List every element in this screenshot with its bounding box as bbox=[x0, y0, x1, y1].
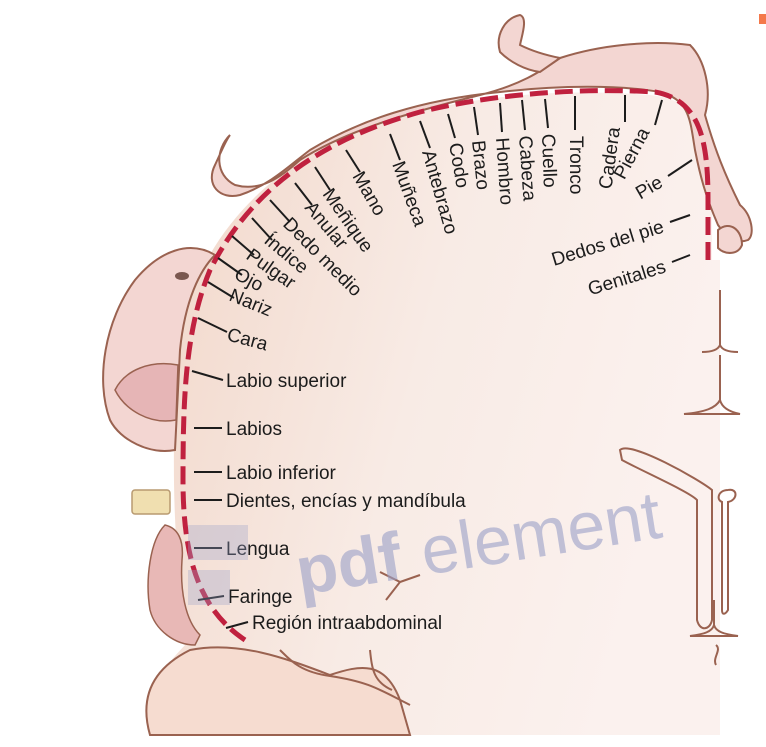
tongue-figure bbox=[147, 524, 201, 646]
label-text: Brazo bbox=[467, 139, 493, 191]
label-labio-superior: Labio superior bbox=[191, 370, 347, 392]
leader-line bbox=[345, 149, 361, 173]
leader-line bbox=[294, 182, 313, 206]
leader-line bbox=[197, 595, 225, 601]
label-cabeza: Cabeza bbox=[514, 99, 540, 202]
label-text: Lengua bbox=[226, 539, 290, 560]
leader-line bbox=[521, 99, 526, 131]
leader-line bbox=[314, 166, 331, 191]
leader-line bbox=[217, 257, 243, 276]
leader-line bbox=[667, 159, 693, 177]
leader-line bbox=[544, 98, 549, 129]
genitals-figure bbox=[717, 225, 744, 254]
leader-line bbox=[191, 370, 224, 381]
label-text: Tronco bbox=[565, 136, 586, 194]
label-labio-inferior: Labio inferior bbox=[194, 463, 337, 484]
cortex-boundary-dashed bbox=[180, 88, 711, 643]
label-intraabdominal: Región intraabdominal bbox=[225, 613, 442, 634]
label-text: Dientes, encías y mandíbula bbox=[226, 491, 466, 512]
label-text: Labios bbox=[226, 419, 282, 440]
leader-line bbox=[669, 214, 691, 223]
cortex-section bbox=[147, 92, 721, 735]
leader-line bbox=[654, 99, 663, 126]
leader-line bbox=[499, 102, 503, 133]
leader-line bbox=[269, 199, 291, 223]
watermark-bold: pdf bbox=[290, 518, 407, 610]
label-text: Cabeza bbox=[514, 135, 540, 202]
lips-figure bbox=[114, 363, 179, 422]
stem-branch bbox=[279, 649, 411, 706]
brain-folds bbox=[379, 290, 741, 666]
label-brazo: Brazo bbox=[467, 106, 493, 191]
label-text: Cuello bbox=[537, 133, 560, 188]
head-figure bbox=[497, 13, 563, 74]
teeth-figure bbox=[131, 489, 171, 515]
leader-line bbox=[197, 317, 228, 333]
leader-line bbox=[473, 106, 479, 136]
label-dientes: Dientes, encías y mandíbula bbox=[194, 491, 466, 512]
leader-line bbox=[419, 120, 431, 149]
label-text: Labio inferior bbox=[226, 463, 337, 484]
label-hombro: Hombro bbox=[491, 102, 517, 206]
leader-line bbox=[231, 235, 255, 256]
leader-line bbox=[207, 281, 235, 299]
label-cuello: Cuello bbox=[537, 98, 560, 188]
label-text: Labio superior bbox=[226, 371, 347, 392]
leader-line bbox=[447, 113, 456, 139]
label-text: Faringe bbox=[228, 587, 292, 608]
lower-lobe bbox=[145, 646, 412, 736]
label-text: Hombro bbox=[491, 137, 517, 206]
corner-badge bbox=[759, 14, 766, 24]
label-lengua: Lengua bbox=[194, 539, 290, 560]
eye-figure bbox=[175, 272, 189, 280]
leader-line bbox=[251, 217, 273, 241]
leader-line bbox=[389, 133, 401, 161]
label-faringe: Faringe bbox=[197, 587, 292, 608]
label-tronco: Tronco bbox=[565, 96, 586, 194]
label-labios: Labios bbox=[194, 419, 282, 440]
leader-line bbox=[671, 254, 691, 263]
leader-line bbox=[225, 621, 249, 629]
label-text: Región intraabdominal bbox=[252, 613, 442, 634]
